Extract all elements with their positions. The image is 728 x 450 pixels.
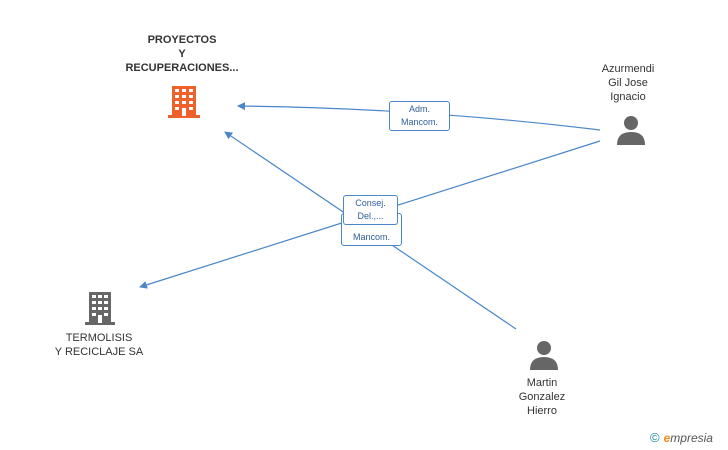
azurmendi-line-2: Gil Jose [608,77,648,89]
role-badge-adm-mancom[interactable]: Adm. Mancom. [389,101,450,131]
building-icon[interactable] [85,290,115,330]
azurmendi-label[interactable]: Azurmendi Gil Jose Ignacio [588,62,668,104]
watermark-rest: mpresia [670,431,713,445]
termolisis-label[interactable]: TERMOLISIS Y RECICLAJE SA [40,331,158,359]
main-company-label[interactable]: PROYECTOS Y RECUPERACIONES... [110,33,254,75]
azurmendi-line-3: Ignacio [610,91,646,103]
main-company-line-1: PROYECTOS [147,34,217,46]
person-icon[interactable] [616,115,646,150]
main-company-line-2: Y [178,48,186,60]
role-mancom-line-1: Mancom. [352,232,390,242]
copyright-symbol: © [650,430,660,445]
building-icon[interactable] [168,84,200,123]
role-adm-line-1: Adm. [408,104,430,114]
empresia-watermark: ©empresia [650,430,713,445]
role-consej-line-2: Del.,... [357,211,384,221]
azurmendi-line-1: Azurmendi [601,63,655,75]
termolisis-line-1: TERMOLISIS [65,332,133,344]
termolisis-line-2: Y RECICLAJE SA [54,346,144,358]
watermark-e: e [663,431,671,445]
martin-label[interactable]: Martin Gonzalez Hierro [502,376,582,418]
person-icon[interactable] [529,340,559,375]
role-adm-line-2: Mancom. [400,117,438,127]
role-badge-consej-del[interactable]: Consej. Del.,... [343,195,398,225]
main-company-line-3: RECUPERACIONES... [125,62,239,74]
role-consej-line-1: Consej. [355,198,386,208]
martin-line-3: Hierro [527,405,557,417]
martin-line-1: Martin [526,377,558,389]
martin-line-2: Gonzalez [518,391,566,403]
